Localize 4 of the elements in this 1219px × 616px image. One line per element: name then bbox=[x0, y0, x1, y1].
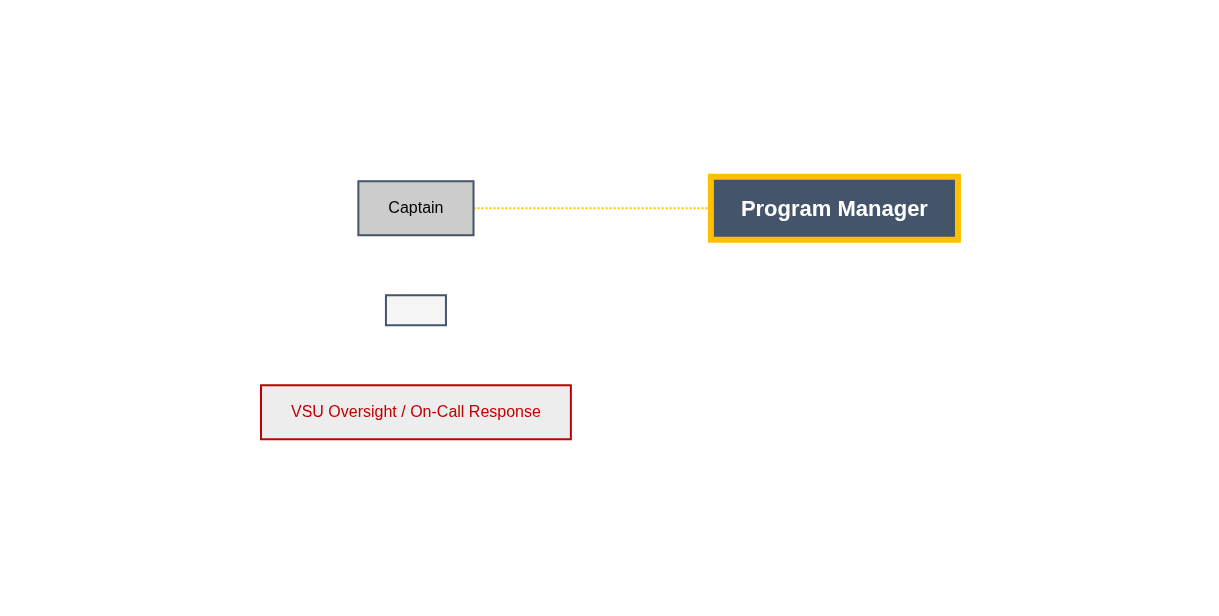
node-box bbox=[384, 294, 447, 327]
node-box: Captain bbox=[357, 180, 475, 237]
node-box: VSU Oversight / On-Call Response bbox=[260, 384, 572, 441]
node-box: Program Manager bbox=[707, 173, 961, 243]
